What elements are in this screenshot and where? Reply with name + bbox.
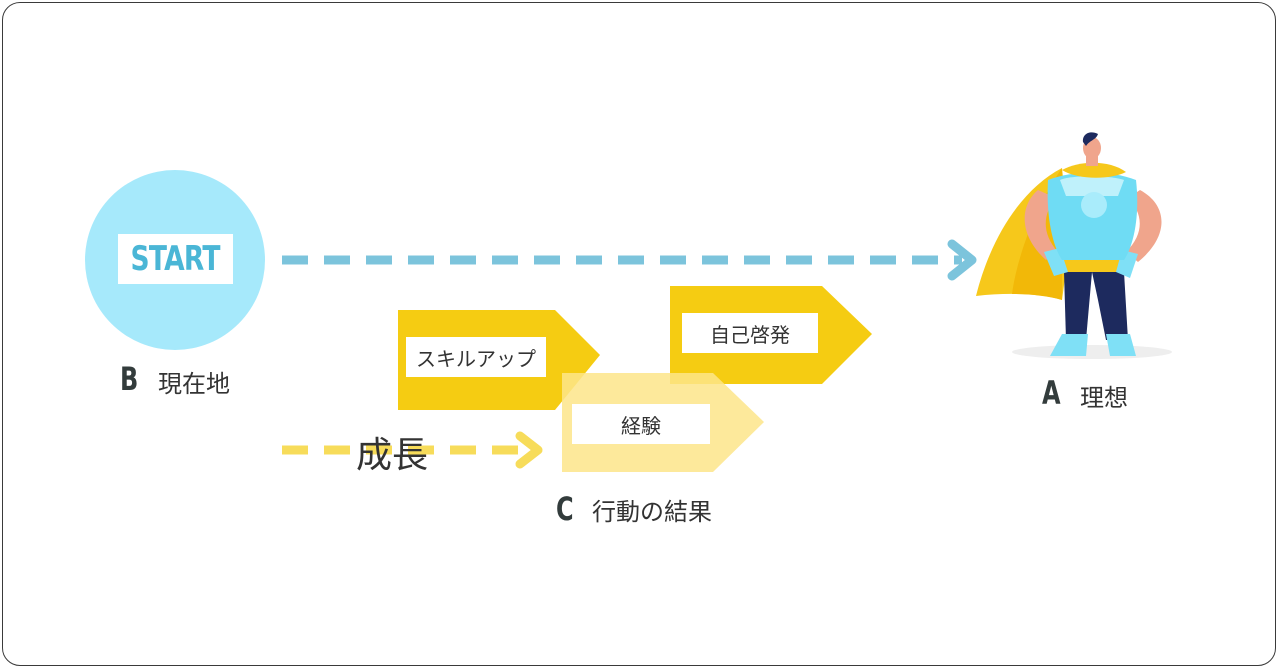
growth-label: 成長	[356, 435, 429, 476]
tag-self-development: 自己啓発	[682, 313, 818, 353]
superhero-icon	[976, 132, 1172, 359]
ideal-text: 理想	[1080, 384, 1128, 412]
current-letter: B	[120, 360, 139, 398]
result-text: 行動の結果	[592, 498, 712, 526]
ideal-letter: A	[1042, 374, 1061, 412]
current-text: 現在地	[158, 370, 230, 398]
tag-experience: 経験	[572, 404, 710, 444]
start-label-box: START	[118, 234, 233, 284]
result-letter: C	[556, 490, 574, 528]
start-label: START	[130, 239, 221, 279]
blue-dashed-arrow	[282, 239, 977, 281]
yellow-dashed-arrow	[282, 431, 543, 469]
tag-skillup: スキルアップ	[406, 337, 546, 377]
